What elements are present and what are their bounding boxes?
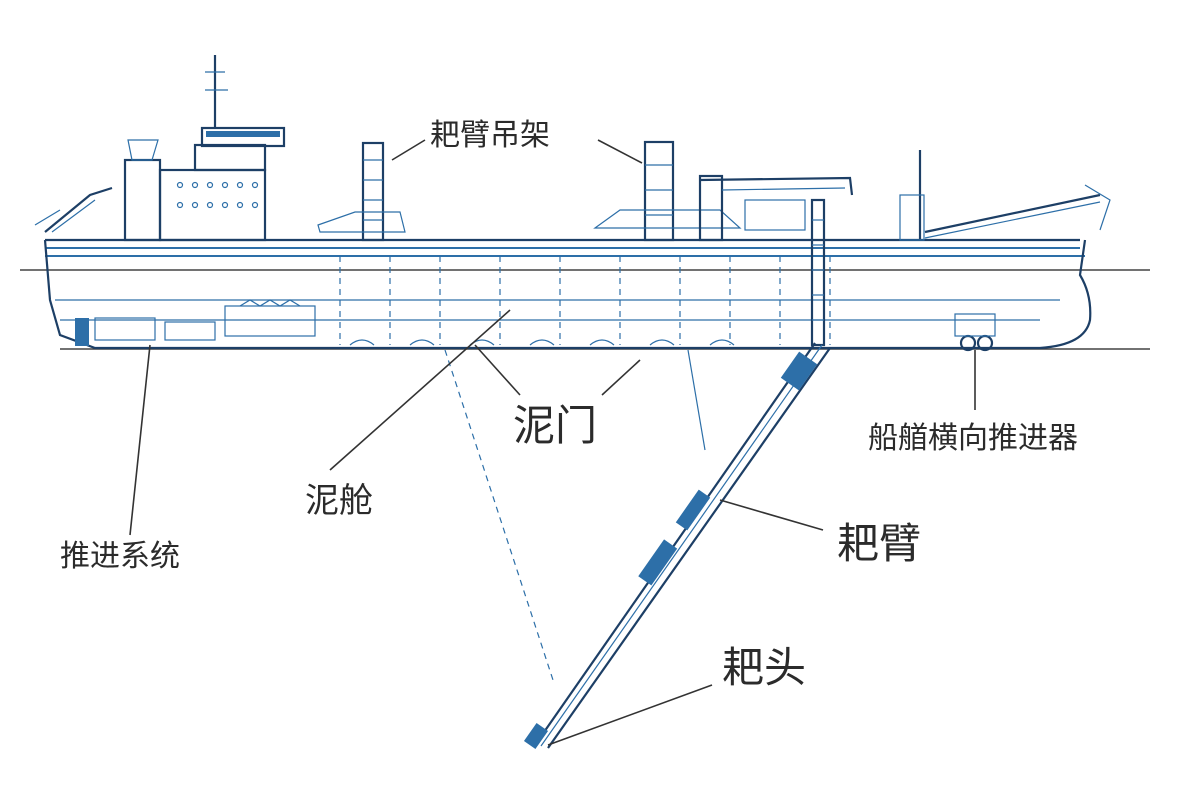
label-draghead: 耙头 — [722, 643, 806, 692]
label-hopper: 泥舱 — [305, 481, 373, 521]
superstructure — [123, 55, 286, 242]
deck-crane — [698, 174, 854, 242]
label-drag-arm: 耙臂 — [837, 519, 921, 568]
gantry-aft — [317, 141, 406, 242]
bow-thruster-unit — [954, 313, 996, 352]
forward-mast — [899, 150, 925, 241]
label-propulsion: 推进系统 — [60, 539, 180, 574]
stern-crane — [34, 186, 113, 233]
suspension-wire — [444, 349, 554, 681]
hopper-frames — [339, 256, 831, 345]
mud-doors — [349, 339, 735, 346]
label-bow-thruster: 船艏横向推进器 — [868, 421, 1078, 456]
ship-hull — [20, 238, 1150, 352]
propulsion-machinery — [75, 299, 316, 346]
leader-lines — [129, 139, 976, 746]
label-drag-gantry: 耙臂吊架 — [430, 118, 550, 153]
bow-boom — [924, 184, 1111, 239]
drag-arm-structure — [523, 198, 831, 750]
label-mud-door: 泥门 — [513, 401, 597, 450]
gantry-fwd — [593, 140, 742, 242]
